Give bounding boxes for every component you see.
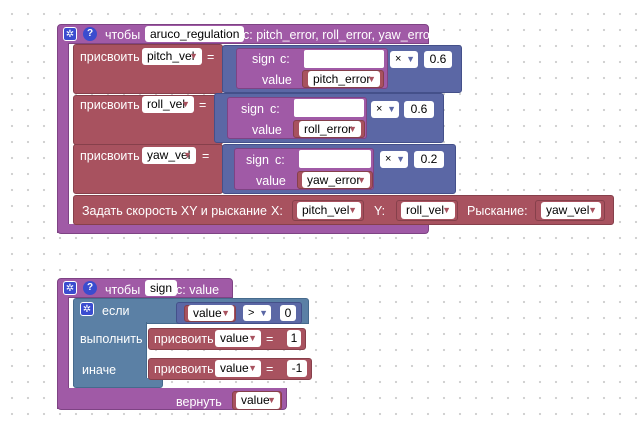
dropdown-arrow-icon: ▼ [406,54,415,64]
number-input[interactable]: 0 [280,305,296,321]
help-icon[interactable]: ? [83,27,97,41]
number-input[interactable]: 0.6 [424,51,452,68]
number-input[interactable]: 0.6 [404,101,434,118]
dropdown-arrow-icon: ▼ [189,51,198,61]
number-input[interactable]: -1 [287,360,307,377]
value-label: value [256,174,286,188]
variable-dropdown[interactable]: pitch_error▼ [308,71,380,87]
variable-dropdown[interactable]: roll_vel▼ [401,202,455,219]
dropdown-arrow-icon: ▼ [248,363,257,373]
sign-call-c: c: [270,102,280,116]
dropdown-arrow-icon: ▼ [588,205,597,215]
dropdown-arrow-icon: ▼ [442,205,451,215]
variable-dropdown[interactable]: roll_vel▼ [142,96,194,113]
assign-label: присвоить [80,98,140,112]
dropdown-arrow-icon: ▼ [348,124,357,134]
equals-label: = [199,98,207,112]
variable-dropdown[interactable]: yaw_error▼ [302,172,370,188]
function-block-aruco-regulation[interactable]: ✲ ? чтобы aruco_regulation с: pitch_erro… [57,24,434,234]
if-else-spine [73,322,147,386]
gear-icon[interactable]: ✲ [80,302,94,316]
dropdown-arrow-icon: ▼ [181,99,190,109]
equals-label: = [207,50,215,64]
sign-call-label: sign [246,153,269,167]
operator-dropdown[interactable]: >▼ [243,305,271,321]
dropdown-arrow-icon: ▼ [221,308,230,318]
assign-label: присвоить [154,332,214,346]
return-label: вернуть [176,395,222,409]
dropdown-arrow-icon: ▼ [387,104,396,114]
dropdown-arrow-icon: ▼ [183,150,192,160]
function-name-field[interactable]: sign [145,280,178,296]
variable-dropdown[interactable]: value▼ [236,392,280,409]
gear-icon[interactable]: ✲ [63,27,77,41]
variable-dropdown[interactable]: yaw_vel▼ [142,147,196,164]
gear-icon[interactable]: ✲ [63,281,77,295]
x-label: X: [271,204,283,218]
dropdown-arrow-icon: ▼ [248,333,257,343]
variable-dropdown[interactable]: value▼ [188,305,234,321]
function-keyword: чтобы [105,283,141,297]
number-input[interactable]: 0.2 [414,151,444,168]
set-speed-label: Задать скорость XY и рыскание [82,204,267,218]
operator-dropdown[interactable]: ×▼ [371,101,399,118]
dropdown-arrow-icon: ▼ [367,74,376,84]
function-params: с: pitch_error, roll_error, yaw_error [243,28,435,42]
function-footer [57,224,429,234]
yaw-label: Рыскание: [467,204,528,218]
empty-input-slot[interactable] [299,150,371,168]
empty-input-slot[interactable] [304,50,384,68]
assign-label: присвоить [80,50,140,64]
dropdown-arrow-icon: ▼ [396,154,405,164]
operator-dropdown[interactable]: ×▼ [380,151,408,168]
dropdown-arrow-icon: ▼ [267,395,276,405]
dropdown-arrow-icon: ▼ [259,308,268,318]
variable-dropdown[interactable]: pitch_vel▼ [297,202,361,219]
function-name-field[interactable]: aruco_regulation [145,26,245,42]
y-label: Y: [374,204,386,218]
equals-label: = [266,362,274,376]
do-label: выполнить [80,332,143,346]
function-footer [57,388,287,410]
assign-block[interactable] [73,95,223,145]
function-params: с: value [176,283,220,297]
sign-call-label: sign [241,102,264,116]
function-keyword: чтобы [105,28,141,42]
function-body-spine [57,297,69,409]
if-label: если [102,304,130,318]
variable-dropdown[interactable]: value▼ [215,330,261,347]
dropdown-arrow-icon: ▼ [357,175,366,185]
sign-call-c: c: [275,153,285,167]
number-input[interactable]: 1 [287,330,301,347]
dropdown-arrow-icon: ▼ [348,205,357,215]
value-label: value [252,123,282,137]
value-label: value [262,73,292,87]
function-body-spine [57,43,69,233]
assign-label: присвоить [154,362,214,376]
empty-input-slot[interactable] [294,99,364,117]
operator-dropdown[interactable]: ×▼ [390,51,418,68]
variable-dropdown[interactable]: yaw_vel▼ [541,202,601,219]
if-else-footer [73,378,163,388]
variable-dropdown[interactable]: value▼ [215,360,261,377]
sign-call-c: c: [280,52,290,66]
variable-dropdown[interactable]: pitch_vel▼ [142,48,202,65]
help-icon[interactable]: ? [83,281,97,295]
equals-label: = [202,149,210,163]
sign-call-label: sign [252,52,275,66]
assign-label: присвоить [80,149,140,163]
else-label: иначе [82,363,117,377]
variable-dropdown[interactable]: roll_error▼ [299,121,361,137]
equals-label: = [266,332,274,346]
